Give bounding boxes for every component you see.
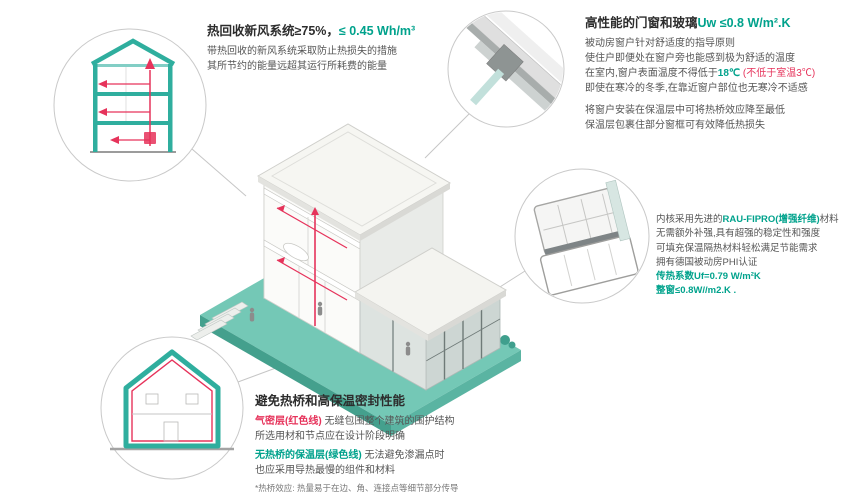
profile-body-line: 无需额外补强,具有超强的稳定性和强度	[656, 228, 821, 240]
thermal-body-line: 气密层(红色线) 无缝包围整个建筑的围护结构	[255, 414, 600, 429]
airtight-layer-line	[131, 359, 213, 442]
roof-parapet	[270, 131, 437, 227]
window-corner-illustration	[447, 0, 577, 128]
hrv-body: 带热回收的新风系统采取防止热损失的措施 其所节约的能量远超其运行所耗费的能量	[207, 44, 459, 74]
wing-roof-edge-left	[355, 292, 428, 341]
garden-stairs	[190, 301, 249, 341]
profile-line1-post: 材料	[819, 214, 839, 225]
wing-roof-edge-right	[428, 290, 506, 341]
profile-uf-value: 传热系数Uf=0.79 W/m²K	[656, 271, 761, 282]
windows-body-line: 保温层包裹住部分窗框可有效降低热损失	[585, 120, 765, 131]
hrv-section: 热回收新风系统≥75%，≤ 0.45 Wh/m³ 带热回收的新风系统采取防止热损…	[207, 20, 459, 74]
airtight-layer-label: 气密层(红色线)	[255, 416, 322, 427]
section-openings	[145, 393, 199, 442]
hrv-title-value: ≤ 0.45 Wh/m³	[338, 24, 416, 38]
window-profile-illustration	[514, 168, 650, 304]
profile-material: RAU-FIPRO(增强纤维)	[722, 214, 820, 225]
insulation-layer-label: 无热桥的保温层(绿色线)	[255, 450, 362, 461]
hrv-airflow-arrows	[98, 58, 155, 144]
bush	[500, 335, 516, 349]
hrv-title-main: 热回收新风系统≥75%，	[207, 24, 339, 38]
spacer	[585, 96, 863, 103]
bathtub	[283, 242, 309, 262]
thermal-body-line: 所选用材和节点应在设计阶段明确	[255, 431, 405, 442]
windows-title-value: Uw ≤0.8 W/m².K	[697, 16, 791, 30]
thermal-body-line: 无热桥的保温层(绿色线) 无法避免渗漏点时	[255, 448, 600, 463]
roof-edge-left	[258, 176, 360, 241]
profile-body-line: 可填充保温隔热材料轻松满足节能需求	[656, 242, 818, 254]
insulation-house-illustration	[100, 336, 244, 480]
windows-temp-value: 18℃	[717, 68, 743, 79]
airtight-layer-text: 无缝包围整个建筑的围护结构	[321, 416, 455, 427]
ventilation-ducts	[276, 207, 348, 326]
insulation-layer-line	[123, 349, 221, 449]
glass-transom	[425, 318, 501, 362]
insulation-layer-text: 无法避免渗漏点时	[361, 450, 445, 461]
windows-body: 被动房窗户针对舒适度的指导原则 使住户即便处在窗户旁也能感到极为舒适的温度 在室…	[585, 36, 863, 133]
windows-body-line: 将窗户安装在保温层中可将热桥效应降至最低	[585, 105, 785, 116]
thermal-body-line: 也应采用导热最慢的组件和材料	[255, 465, 395, 476]
thermal-footnote: *热桥效应: 热量易于在边、角、连接点等细节部分传导	[255, 483, 459, 492]
ground-edge-right	[391, 350, 521, 436]
thermal-title: 避免热桥和高保温密封性能	[255, 394, 406, 408]
windows-title-main: 高性能的门窗和玻璃	[585, 16, 698, 30]
windows-body-line: 使住户即便处在窗户旁也能感到极为舒适的温度	[585, 53, 795, 64]
roof-insulation-line	[90, 38, 176, 66]
isometric-house-illustration	[190, 123, 521, 436]
heat-exchanger-unit	[144, 132, 156, 144]
windows-title: 高性能的门窗和玻璃Uw ≤0.8 W/m².K	[585, 12, 863, 31]
profile-body-line: 拥有德国被动房PHI认证	[656, 256, 758, 268]
profile-body: 内核采用先进的RAU-FIPRO(增强纤维)材料 无需额外补强,具有超强的稳定性…	[656, 213, 864, 299]
hrv-body-line: 带热回收的新风系统采取防止热损失的措施	[207, 46, 397, 57]
profile-line1-pre: 内核采用先进的	[656, 214, 723, 225]
windows-section: 高性能的门窗和玻璃Uw ≤0.8 W/m².K 被动房窗户针对舒适度的指导原则 …	[585, 12, 863, 133]
profile-body-line: 内核采用先进的RAU-FIPRO(增强纤维)材料	[656, 213, 864, 227]
hrv-title: 热回收新风系统≥75%，≤ 0.45 Wh/m³	[207, 20, 459, 39]
profile-uw-value: 整窗≤0.8W//m2.K .	[656, 285, 737, 297]
profile-section: 内核采用先进的RAU-FIPRO(增强纤维)材料 无需额外补强,具有超强的稳定性…	[656, 213, 864, 299]
hrv-house-illustration	[53, 28, 207, 182]
windows-temp-note: (不低于室温3℃)	[742, 68, 816, 79]
ground-edge-left	[200, 315, 391, 436]
windows-body-line: 被动房窗户针对舒适度的指导原则	[585, 38, 735, 49]
hrv-body-line: 其所节约的能量远超其运行所耗费的能量	[207, 61, 387, 72]
thermal-section: 避免热桥和高保温密封性能 气密层(红色线) 无缝包围整个建筑的围护结构 所选用材…	[255, 390, 600, 492]
roof-edge-right	[360, 183, 450, 241]
thermal-body: 气密层(红色线) 无缝包围整个建筑的围护结构 所选用材和节点应在设计阶段明确 无…	[255, 414, 600, 492]
windows-temp-pre: 在室内,窗户表面温度不得低于	[585, 68, 718, 79]
windows-body-line: 即使在寒冷的冬季,在靠近窗户部位也无寒冷不适感	[585, 83, 808, 94]
duct-arrows	[277, 205, 319, 264]
windows-body-line: 在室内,窗户表面温度不得低于18℃ (不低于室温3℃)	[585, 66, 863, 81]
people-figures	[249, 301, 411, 356]
